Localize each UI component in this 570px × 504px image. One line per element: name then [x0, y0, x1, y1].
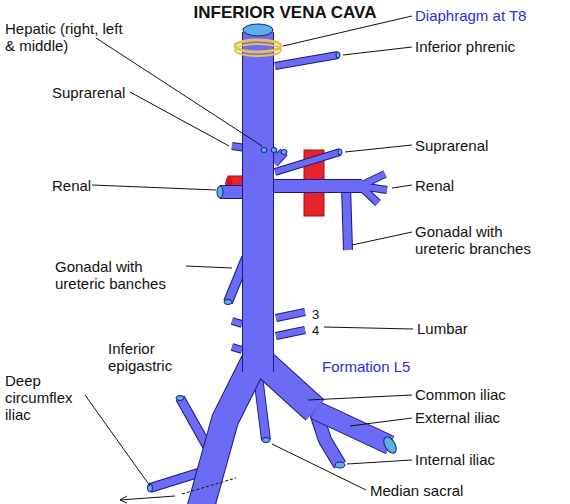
part-label: External iliac [415, 409, 500, 426]
part-label: Formation L5 [322, 358, 410, 375]
part-label: Lumbar [417, 320, 468, 337]
part-label: Gonadal with ureteric banches [55, 258, 185, 292]
part-label: Deep circumflex iliac [5, 372, 85, 423]
part-label: Diaphragm at T8 [415, 7, 526, 24]
part-label: Hepatic (right, left & middle) [5, 20, 123, 54]
part-label: Internal iliac [415, 451, 495, 468]
part-label: Inferior phrenic [415, 38, 515, 55]
callout-number: 3 [312, 306, 319, 323]
callout-number: 4 [312, 322, 319, 339]
part-label: Median sacral [370, 482, 463, 499]
part-label: Renal [415, 177, 454, 194]
part-label: Suprarenal [415, 137, 488, 154]
part-label: Gonadal with ureteric branches [415, 223, 550, 257]
part-label: Suprarenal [52, 84, 125, 101]
part-label: Common iliac [415, 386, 506, 403]
part-label: Inferior epigastric [108, 340, 190, 374]
part-label: Renal [52, 177, 91, 194]
